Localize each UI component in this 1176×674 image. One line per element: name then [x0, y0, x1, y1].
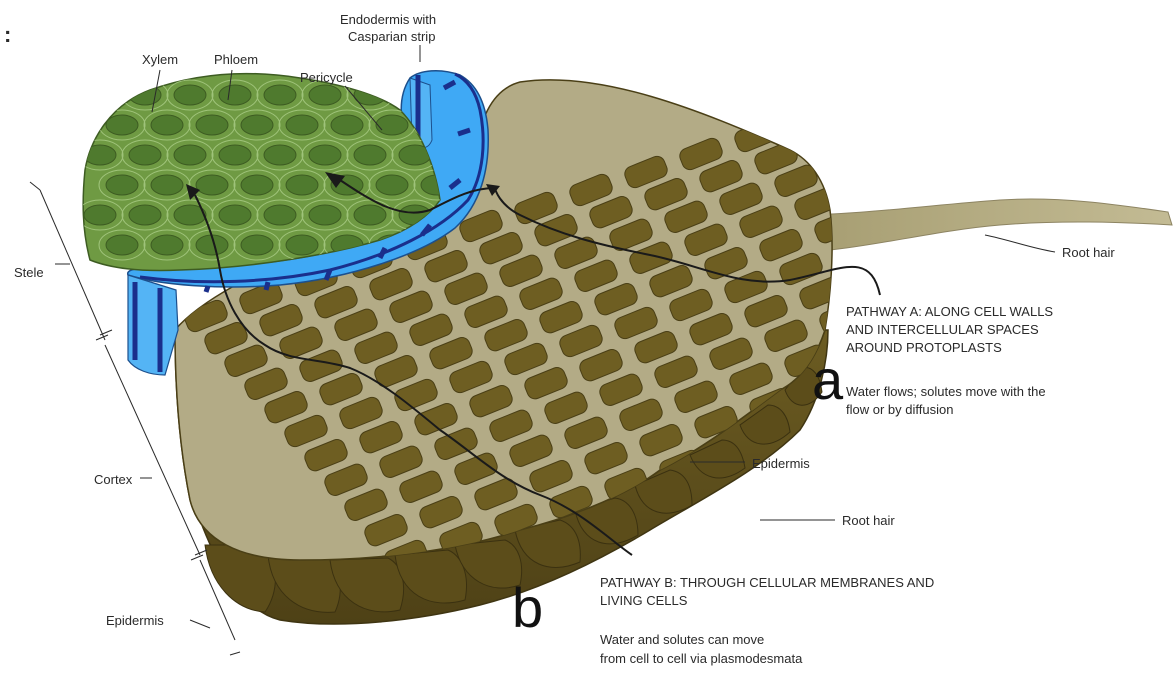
label-endodermis-line2: Casparian strip	[348, 28, 435, 45]
cortex-cell	[907, 239, 954, 275]
label-epidermis-right: Epidermis	[752, 455, 810, 472]
stele-cell	[151, 115, 183, 135]
label-epidermis-left: Epidermis	[106, 612, 164, 629]
stele-cell	[106, 235, 138, 255]
cortex-cell	[807, 122, 854, 158]
cortex-cell	[852, 257, 899, 293]
stele-cell	[309, 205, 341, 225]
cortex-cell	[842, 420, 889, 456]
stele-cell	[84, 85, 116, 105]
pathway-b-letter: b	[512, 580, 543, 636]
stele-cell	[219, 205, 251, 225]
label-stele: Stele	[14, 264, 44, 281]
stele-cell	[219, 145, 251, 165]
pathway-a-desc-line1: Water flows; solutes move with the	[846, 383, 1046, 400]
pathway-a-letter: a	[812, 352, 843, 408]
stele-cell	[106, 115, 138, 135]
stele-cell	[241, 175, 273, 195]
stele-cell-wall	[77, 80, 123, 110]
label-endodermis-line1: Endodermis with	[340, 11, 436, 28]
label-root-hair-top: Root hair	[1062, 244, 1115, 261]
stele-cell	[286, 235, 318, 255]
pathway-a-title-line3: AROUND PROTOPLASTS	[846, 339, 1002, 356]
stele-cell	[354, 205, 386, 225]
stele-cell	[241, 115, 273, 135]
stele-cell	[286, 115, 318, 135]
pathway-a-desc-line2: flow or by diffusion	[846, 401, 953, 418]
stele-cell	[309, 145, 341, 165]
stele-cell	[376, 115, 408, 135]
pathway-b-desc-line2: from cell to cell via plasmodesmata	[600, 650, 802, 667]
stele-cell	[151, 175, 183, 195]
cortex-cell	[847, 168, 894, 204]
cortex-cell	[827, 145, 874, 181]
stele-cell	[354, 145, 386, 165]
stele-cell	[151, 235, 183, 255]
stele-cell	[129, 145, 161, 165]
pathway-b-title-line1: PATHWAY B: THROUGH CELLULAR MEMBRANES AN…	[600, 574, 934, 591]
stele-cell	[264, 205, 296, 225]
stele-cell	[331, 115, 363, 135]
pathway-a-title-line1: PATHWAY A: ALONG CELL WALLS	[846, 303, 1053, 320]
stele-cell	[376, 175, 408, 195]
stele-cell	[196, 115, 228, 135]
stele-cell	[129, 205, 161, 225]
cortex-cell	[927, 264, 974, 300]
stele-cell	[84, 145, 116, 165]
label-cortex: Cortex	[94, 471, 132, 488]
pathway-b-desc-line1: Water and solutes can move	[600, 631, 764, 648]
cortex-cell	[787, 100, 834, 136]
stele-cell	[264, 145, 296, 165]
stele-cell	[264, 85, 296, 105]
pathway-a-title-line2: AND INTERCELLULAR SPACES	[846, 321, 1039, 338]
label-phloem: Phloem	[214, 51, 258, 68]
label-root-hair-bottom: Root hair	[842, 512, 895, 529]
label-pericycle: Pericycle	[300, 69, 353, 86]
stele-cell	[174, 145, 206, 165]
stele-cell	[219, 85, 251, 105]
stele-cell	[196, 175, 228, 195]
stele-cell	[106, 175, 138, 195]
stele-cell	[286, 175, 318, 195]
corner-mark: :	[4, 26, 11, 43]
stele-cell	[309, 85, 341, 105]
pathway-b-title-line2: LIVING CELLS	[600, 592, 687, 609]
label-xylem: Xylem	[142, 51, 178, 68]
root-hair-top-shape	[790, 199, 1172, 250]
stele-cell	[84, 205, 116, 225]
stele-cell	[174, 85, 206, 105]
stele-cell	[241, 235, 273, 255]
